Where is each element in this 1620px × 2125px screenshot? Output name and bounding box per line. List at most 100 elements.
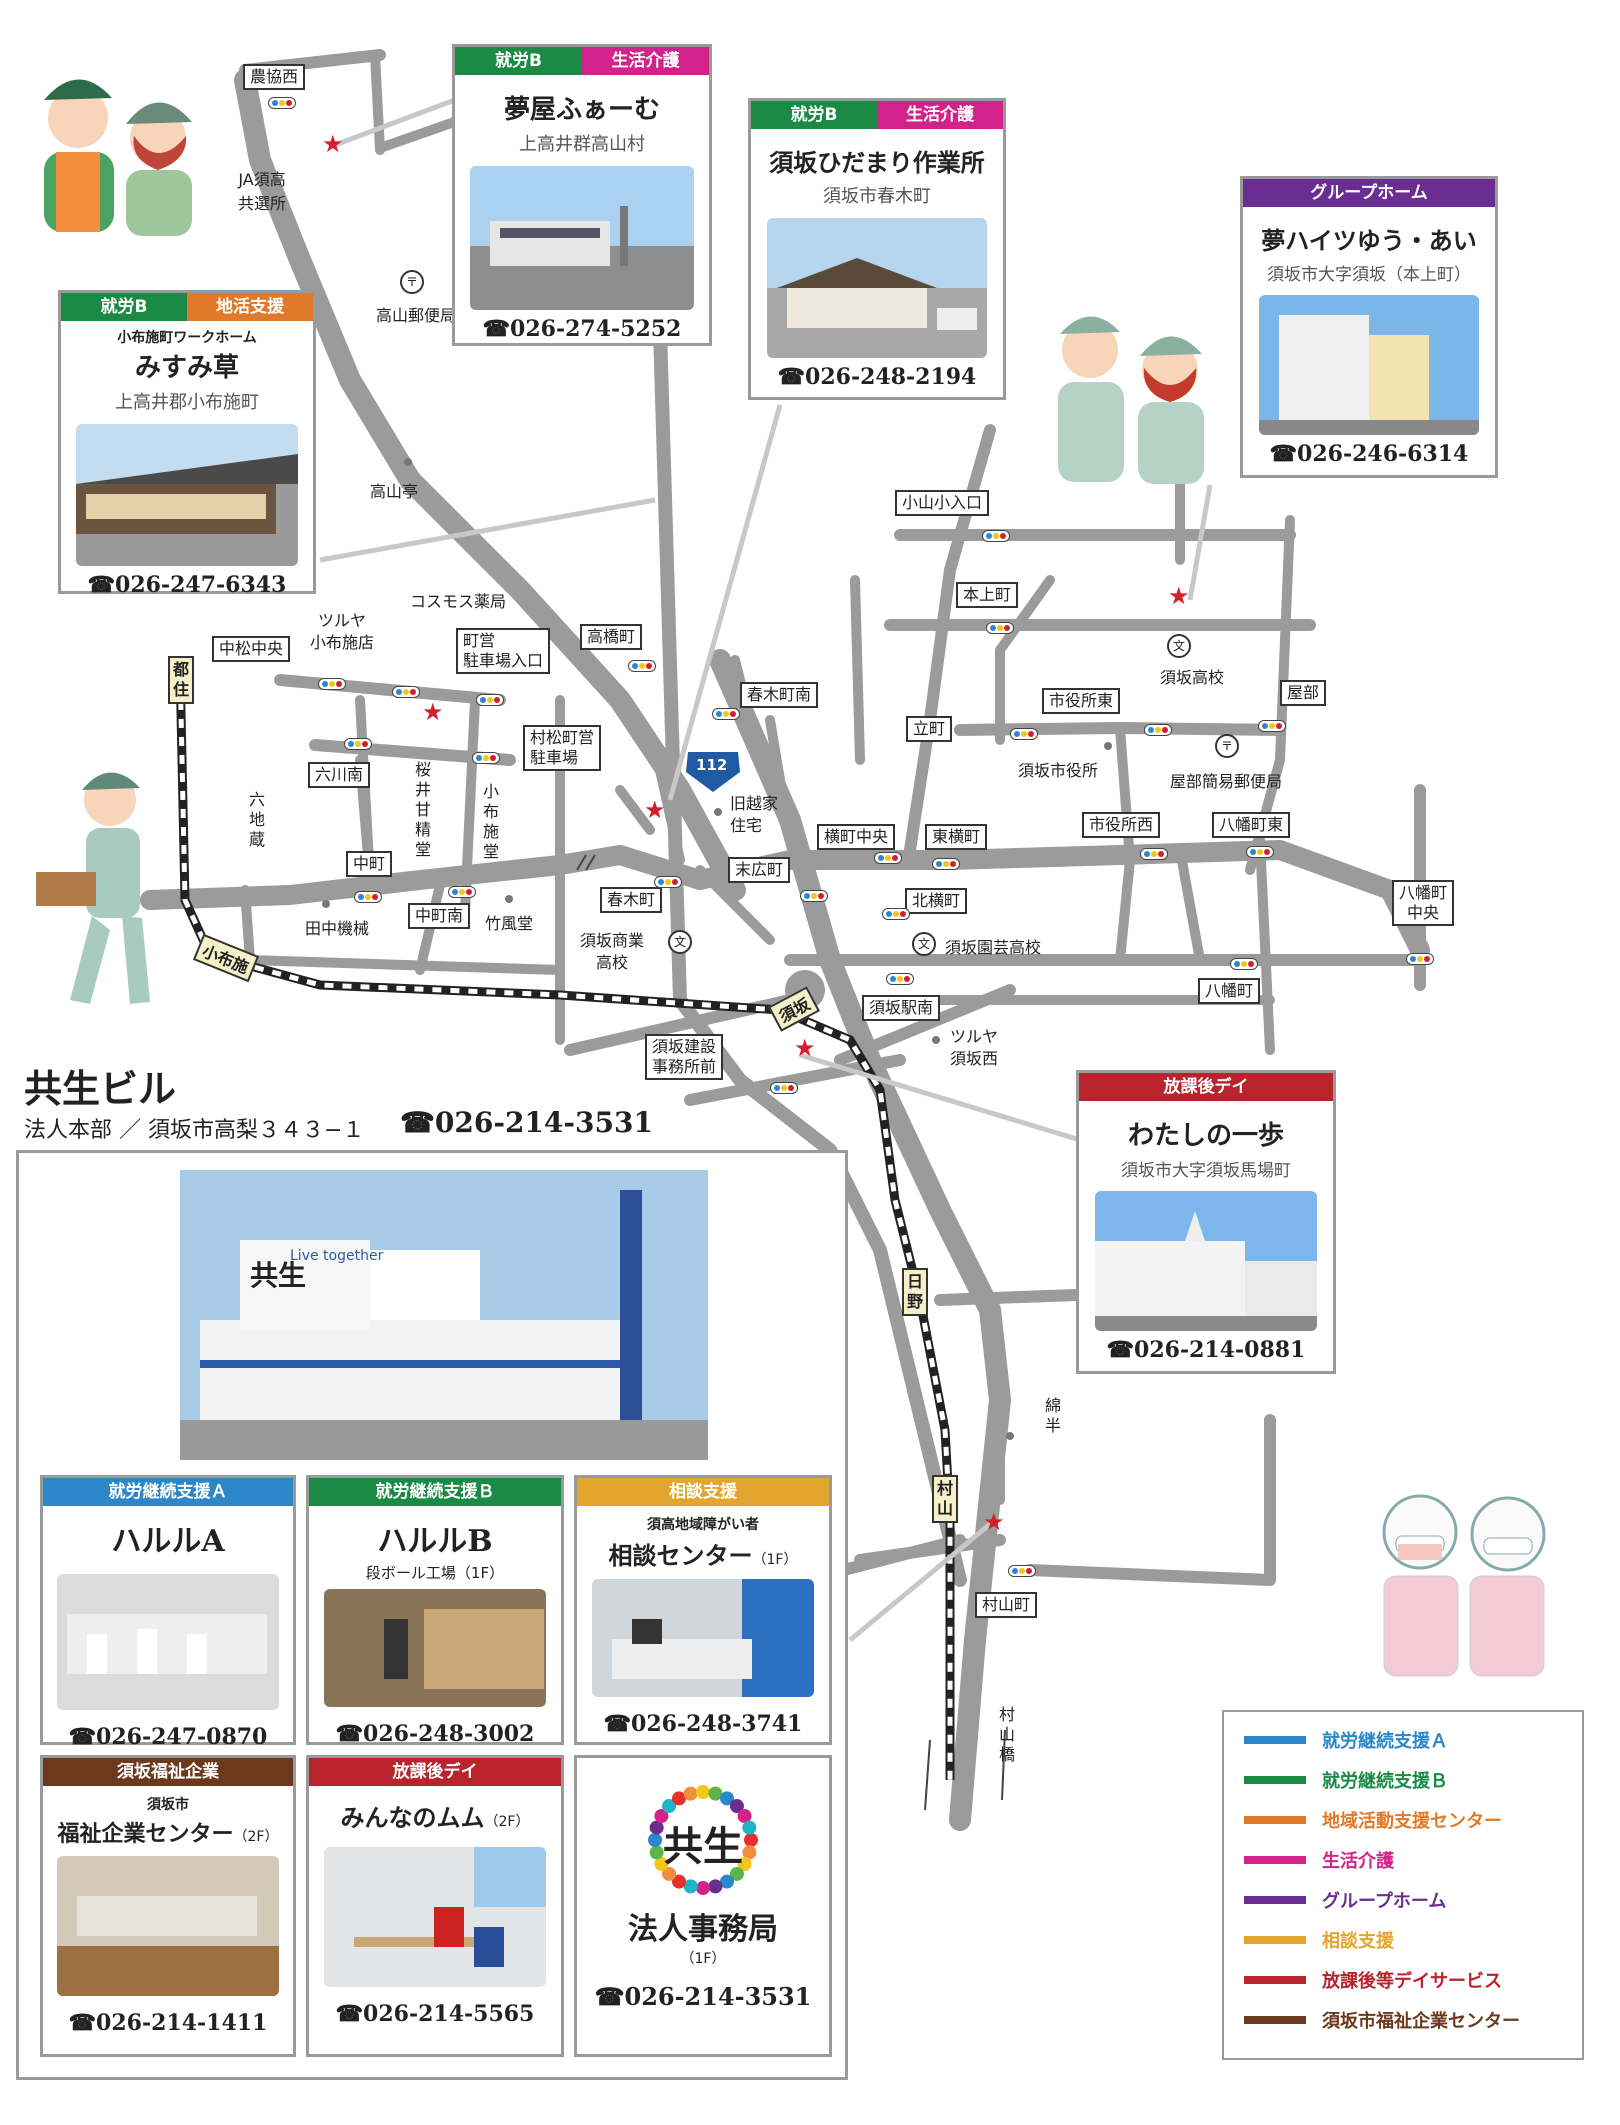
facility-photo: [767, 218, 987, 358]
legend-item: 生活介護: [1224, 1840, 1582, 1880]
traffic-signal-icon: [268, 97, 296, 109]
delivery-worker-illustration: [36, 772, 150, 1004]
place-engei: 須坂園芸高校: [945, 938, 1042, 957]
sub-soudan[interactable]: 相談支援 須高地域障がい者 相談センター（1F） ☎026-248-3741: [574, 1475, 832, 1745]
legend-label: 放課後等デイサービス: [1322, 1971, 1502, 1992]
junction-yokomachi: 横町中央: [817, 824, 896, 850]
place-tsutaya-nishi: ツルヤ須坂西: [950, 1027, 999, 1068]
place-menhan: 綿半: [1045, 1396, 1062, 1435]
junction-kensetsu: 須坂建設事務所前: [645, 1034, 724, 1080]
sub-prefix: 須高地域障がい者: [647, 1517, 759, 1533]
tag-seikatsu: 生活介護: [582, 47, 709, 75]
legend-label: 就労継続支援Ａ: [1322, 1731, 1448, 1752]
logo-petal: [649, 1845, 664, 1860]
food-workers-illustration: [1382, 1494, 1546, 1677]
legend-swatch: [1244, 1736, 1306, 1744]
legend-swatch: [1244, 1856, 1306, 1864]
sub-prefix: 須坂市: [147, 1797, 189, 1813]
sub-photo: [324, 1847, 546, 1987]
junction-rokukawa: 六川南: [308, 762, 371, 788]
traffic-signal-icon: [874, 852, 902, 864]
legend-label: 相談支援: [1322, 1931, 1394, 1952]
tag-group: グループホーム: [1243, 179, 1495, 207]
sub-harulu-a[interactable]: 就労継続支援Ａ ハルルA ☎026-247-0870: [40, 1475, 296, 1750]
kyosei-tel[interactable]: ☎026-214-3531: [400, 1106, 653, 1139]
card-yumeheights[interactable]: グループホーム 夢ハイツゆう・あい 須坂市大字須坂（本上町） ☎026-246-…: [1240, 176, 1498, 478]
logo-petal: [737, 1809, 752, 1823]
legend-label: 生活介護: [1322, 1851, 1394, 1872]
place-yabe-yubin: 屋部簡易郵便局: [1170, 772, 1283, 791]
kyosei-title: 共生ビル: [24, 1067, 177, 1111]
card-address: 須坂市大字須坂（本上町）: [1267, 265, 1471, 285]
sub-tel[interactable]: ☎026-247-0870: [68, 1724, 268, 1750]
sub-mumu[interactable]: 放課後デイ みんなのムム（2F） ☎026-214-5565: [306, 1755, 564, 2057]
place-dot: [714, 808, 722, 816]
bridge-marks: [576, 854, 1006, 1811]
junction-takahashi: 高橋町: [580, 624, 643, 650]
sub-tel[interactable]: ☎026-214-3531: [594, 1982, 812, 2011]
legend-label: グループホーム: [1322, 1891, 1447, 1912]
junction-harukicho: 春木町: [600, 887, 663, 913]
location-star-yumeya: ★: [322, 130, 344, 158]
logo-petal: [683, 1879, 698, 1894]
logo-petal: [654, 1857, 669, 1871]
junction-shiyakusho-nishi: 市役所西: [1082, 812, 1161, 838]
place-chikufu: 竹風堂: [485, 914, 534, 933]
card-tel[interactable]: ☎026-247-6343: [87, 572, 287, 598]
traffic-signal-icon: [354, 891, 382, 903]
place-murayamabashi: 村山橋: [998, 1705, 1015, 1764]
route-112-label: 112: [696, 756, 728, 774]
card-tel[interactable]: ☎026-248-2194: [777, 364, 977, 390]
card-ippo[interactable]: 放課後デイ わたしの一歩 須坂市大字須坂馬場町 ☎026-214-0881: [1076, 1070, 1336, 1374]
sub-name: 法人事務局: [628, 1912, 778, 1947]
traffic-signal-icon: [986, 622, 1014, 634]
sub-tel[interactable]: ☎026-214-5565: [335, 2001, 535, 2027]
place-dot: [505, 895, 513, 903]
sub-tel[interactable]: ☎026-214-1411: [68, 2010, 268, 2036]
workers-illustration: [1058, 316, 1204, 484]
place-cosmos: コスモス薬局: [410, 592, 507, 611]
legend-swatch: [1244, 1896, 1306, 1904]
logo-petal: [649, 1820, 664, 1835]
sub-photo: [592, 1579, 814, 1697]
traffic-signal-icon: [1144, 724, 1172, 736]
legend-label: 須坂市福祉企業センター: [1322, 2011, 1520, 2032]
sub-harulu-b[interactable]: 就労継続支援Ｂ ハルルB 段ボール工場（1F） ☎026-248-3002: [306, 1475, 564, 1747]
junction-yabe: 屋部: [1280, 680, 1327, 706]
place-takayamatei: 高山亭: [370, 482, 419, 501]
place-dot: [322, 900, 330, 908]
roads: [140, 49, 1430, 1831]
location-star-hidamari: ★: [644, 796, 666, 824]
sub-tel[interactable]: ☎026-248-3002: [335, 1721, 535, 1747]
junction-higashiyoko: 東横町: [925, 824, 988, 850]
legend-swatch: [1244, 1776, 1306, 1784]
legend-label: 地域活動支援センター: [1322, 1811, 1502, 1832]
sub-office[interactable]: 共生 法人事務局 （1F） ☎026-214-3531: [574, 1755, 832, 2057]
card-tel[interactable]: ☎026-274-5252: [482, 316, 682, 342]
sub-tag: 就労継続支援Ｂ: [309, 1478, 561, 1506]
tag-chiiki: 地活支援: [187, 293, 313, 321]
legend-swatch: [1244, 1936, 1306, 1944]
legend-item: 就労継続支援Ａ: [1224, 1720, 1582, 1760]
sub-tel[interactable]: ☎026-248-3741: [603, 1711, 803, 1737]
sub-fukushi[interactable]: 須坂福祉企業 須坂市 福祉企業センター（2F） ☎026-214-1411: [40, 1755, 296, 2057]
junction-hachiman-chuo: 八幡町中央: [1392, 880, 1455, 926]
card-tel[interactable]: ☎026-246-6314: [1269, 441, 1469, 467]
place-takayama-yubin: 高山郵便局: [376, 306, 457, 325]
logo-petal: [672, 1874, 686, 1889]
tag-seikatsu: 生活介護: [877, 101, 1003, 129]
sub-photo: [57, 1574, 279, 1710]
place-sakurai: 桜井甘精堂: [414, 760, 431, 859]
card-tel[interactable]: ☎026-214-0881: [1106, 1337, 1306, 1363]
sub-name: ハルルA: [111, 1524, 225, 1559]
traffic-signal-icon: [1140, 848, 1168, 860]
place-obusedo: 小布施堂: [482, 782, 499, 861]
tag-b: 就労B: [61, 293, 187, 321]
legend-item: 相談支援: [1224, 1920, 1582, 1960]
traffic-signal-icon: [882, 908, 910, 920]
route-112-shield: [686, 752, 740, 792]
